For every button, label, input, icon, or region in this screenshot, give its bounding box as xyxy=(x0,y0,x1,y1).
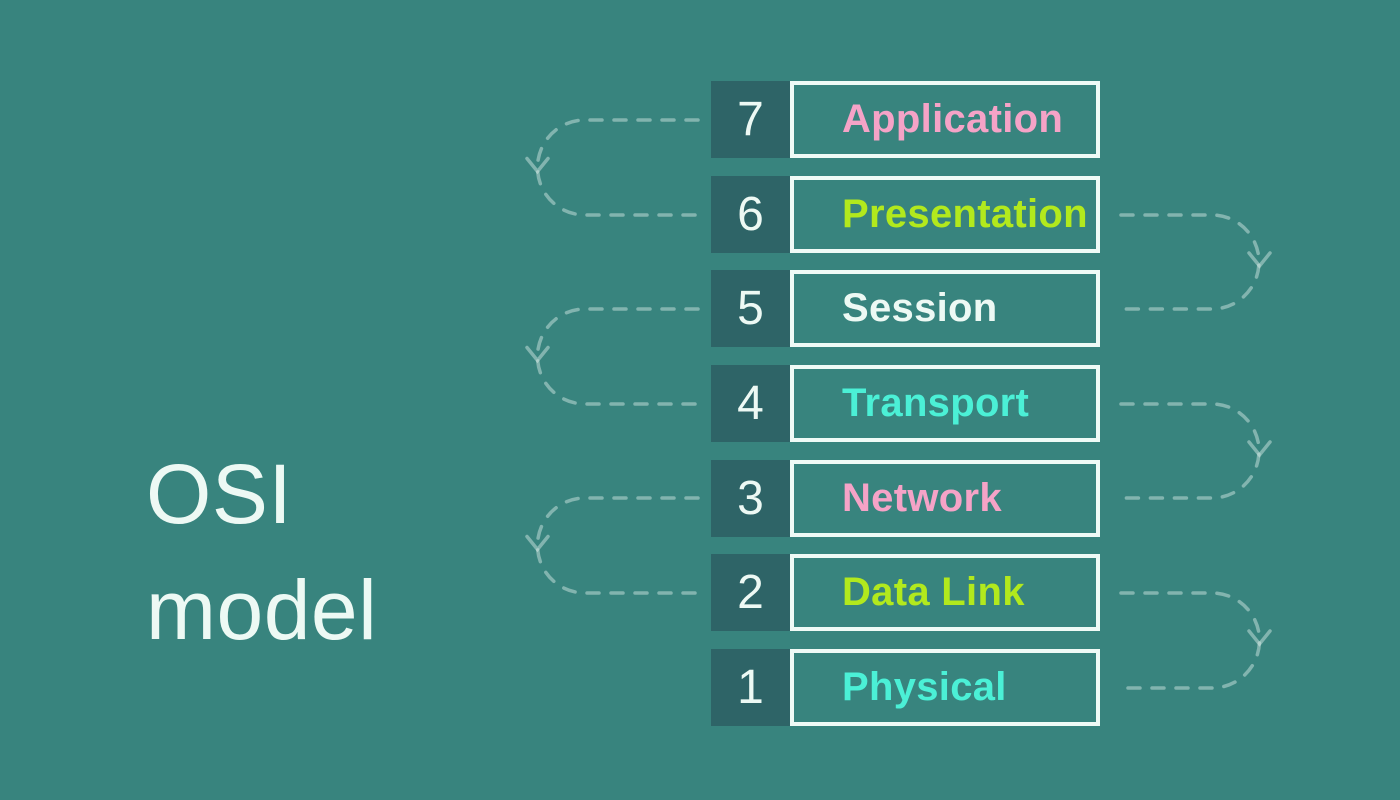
layer-row-network: 3 Network xyxy=(711,459,1100,537)
flow-connector-6-to-5 xyxy=(1119,213,1272,311)
layer-label: Presentation xyxy=(842,191,1088,236)
layer-row-application: 7 Application xyxy=(711,81,1100,158)
layer-row-transport: 4 Transport xyxy=(711,365,1100,443)
layer-label: Transport xyxy=(842,381,1030,426)
layer-label-box: Transport xyxy=(790,365,1100,443)
layer-label-box: Physical xyxy=(790,649,1100,727)
layer-number: 1 xyxy=(711,649,790,727)
layer-row-physical: 1 Physical xyxy=(711,649,1100,727)
arrow-down-icon xyxy=(1247,440,1272,458)
arrow-down-icon xyxy=(525,156,550,175)
arrow-down-icon xyxy=(525,534,550,553)
title-line-1: OSI xyxy=(146,447,293,541)
layer-label: Data Link xyxy=(842,570,1025,615)
layer-label: Application xyxy=(842,97,1064,141)
layer-number: 3 xyxy=(711,459,790,537)
layer-label-box: Data Link xyxy=(790,554,1100,632)
layer-number: 2 xyxy=(711,554,790,632)
layer-number: 4 xyxy=(711,365,790,443)
layer-label-box: Application xyxy=(790,81,1100,158)
arrow-down-icon xyxy=(525,345,550,364)
flow-connector-2-to-1 xyxy=(1119,591,1272,690)
arrow-down-icon xyxy=(1247,251,1272,269)
page-title: OSI model xyxy=(146,436,377,668)
flow-connector-5-to-4 xyxy=(525,307,700,406)
layer-row-data-link: 2 Data Link xyxy=(711,554,1100,632)
arrow-down-icon xyxy=(1247,629,1272,647)
layer-number: 5 xyxy=(711,270,790,348)
layer-label-box: Network xyxy=(790,459,1100,537)
layer-number: 7 xyxy=(711,81,790,158)
osi-layer-stack: 7 Application 6 Presentation 5 Session 4… xyxy=(711,81,1100,727)
flow-connector-4-to-3 xyxy=(1119,402,1272,500)
layer-label: Session xyxy=(842,286,998,331)
flow-connector-3-to-2 xyxy=(525,496,700,595)
title-line-2: model xyxy=(146,563,378,657)
layer-label-box: Session xyxy=(790,270,1100,348)
layer-label: Physical xyxy=(842,665,1007,710)
layer-label-box: Presentation xyxy=(790,175,1100,253)
layer-row-presentation: 6 Presentation xyxy=(711,175,1100,253)
layer-label: Network xyxy=(842,475,1002,520)
layer-number: 6 xyxy=(711,175,790,253)
layer-row-session: 5 Session xyxy=(711,270,1100,348)
flow-connector-7-to-6 xyxy=(525,118,700,217)
